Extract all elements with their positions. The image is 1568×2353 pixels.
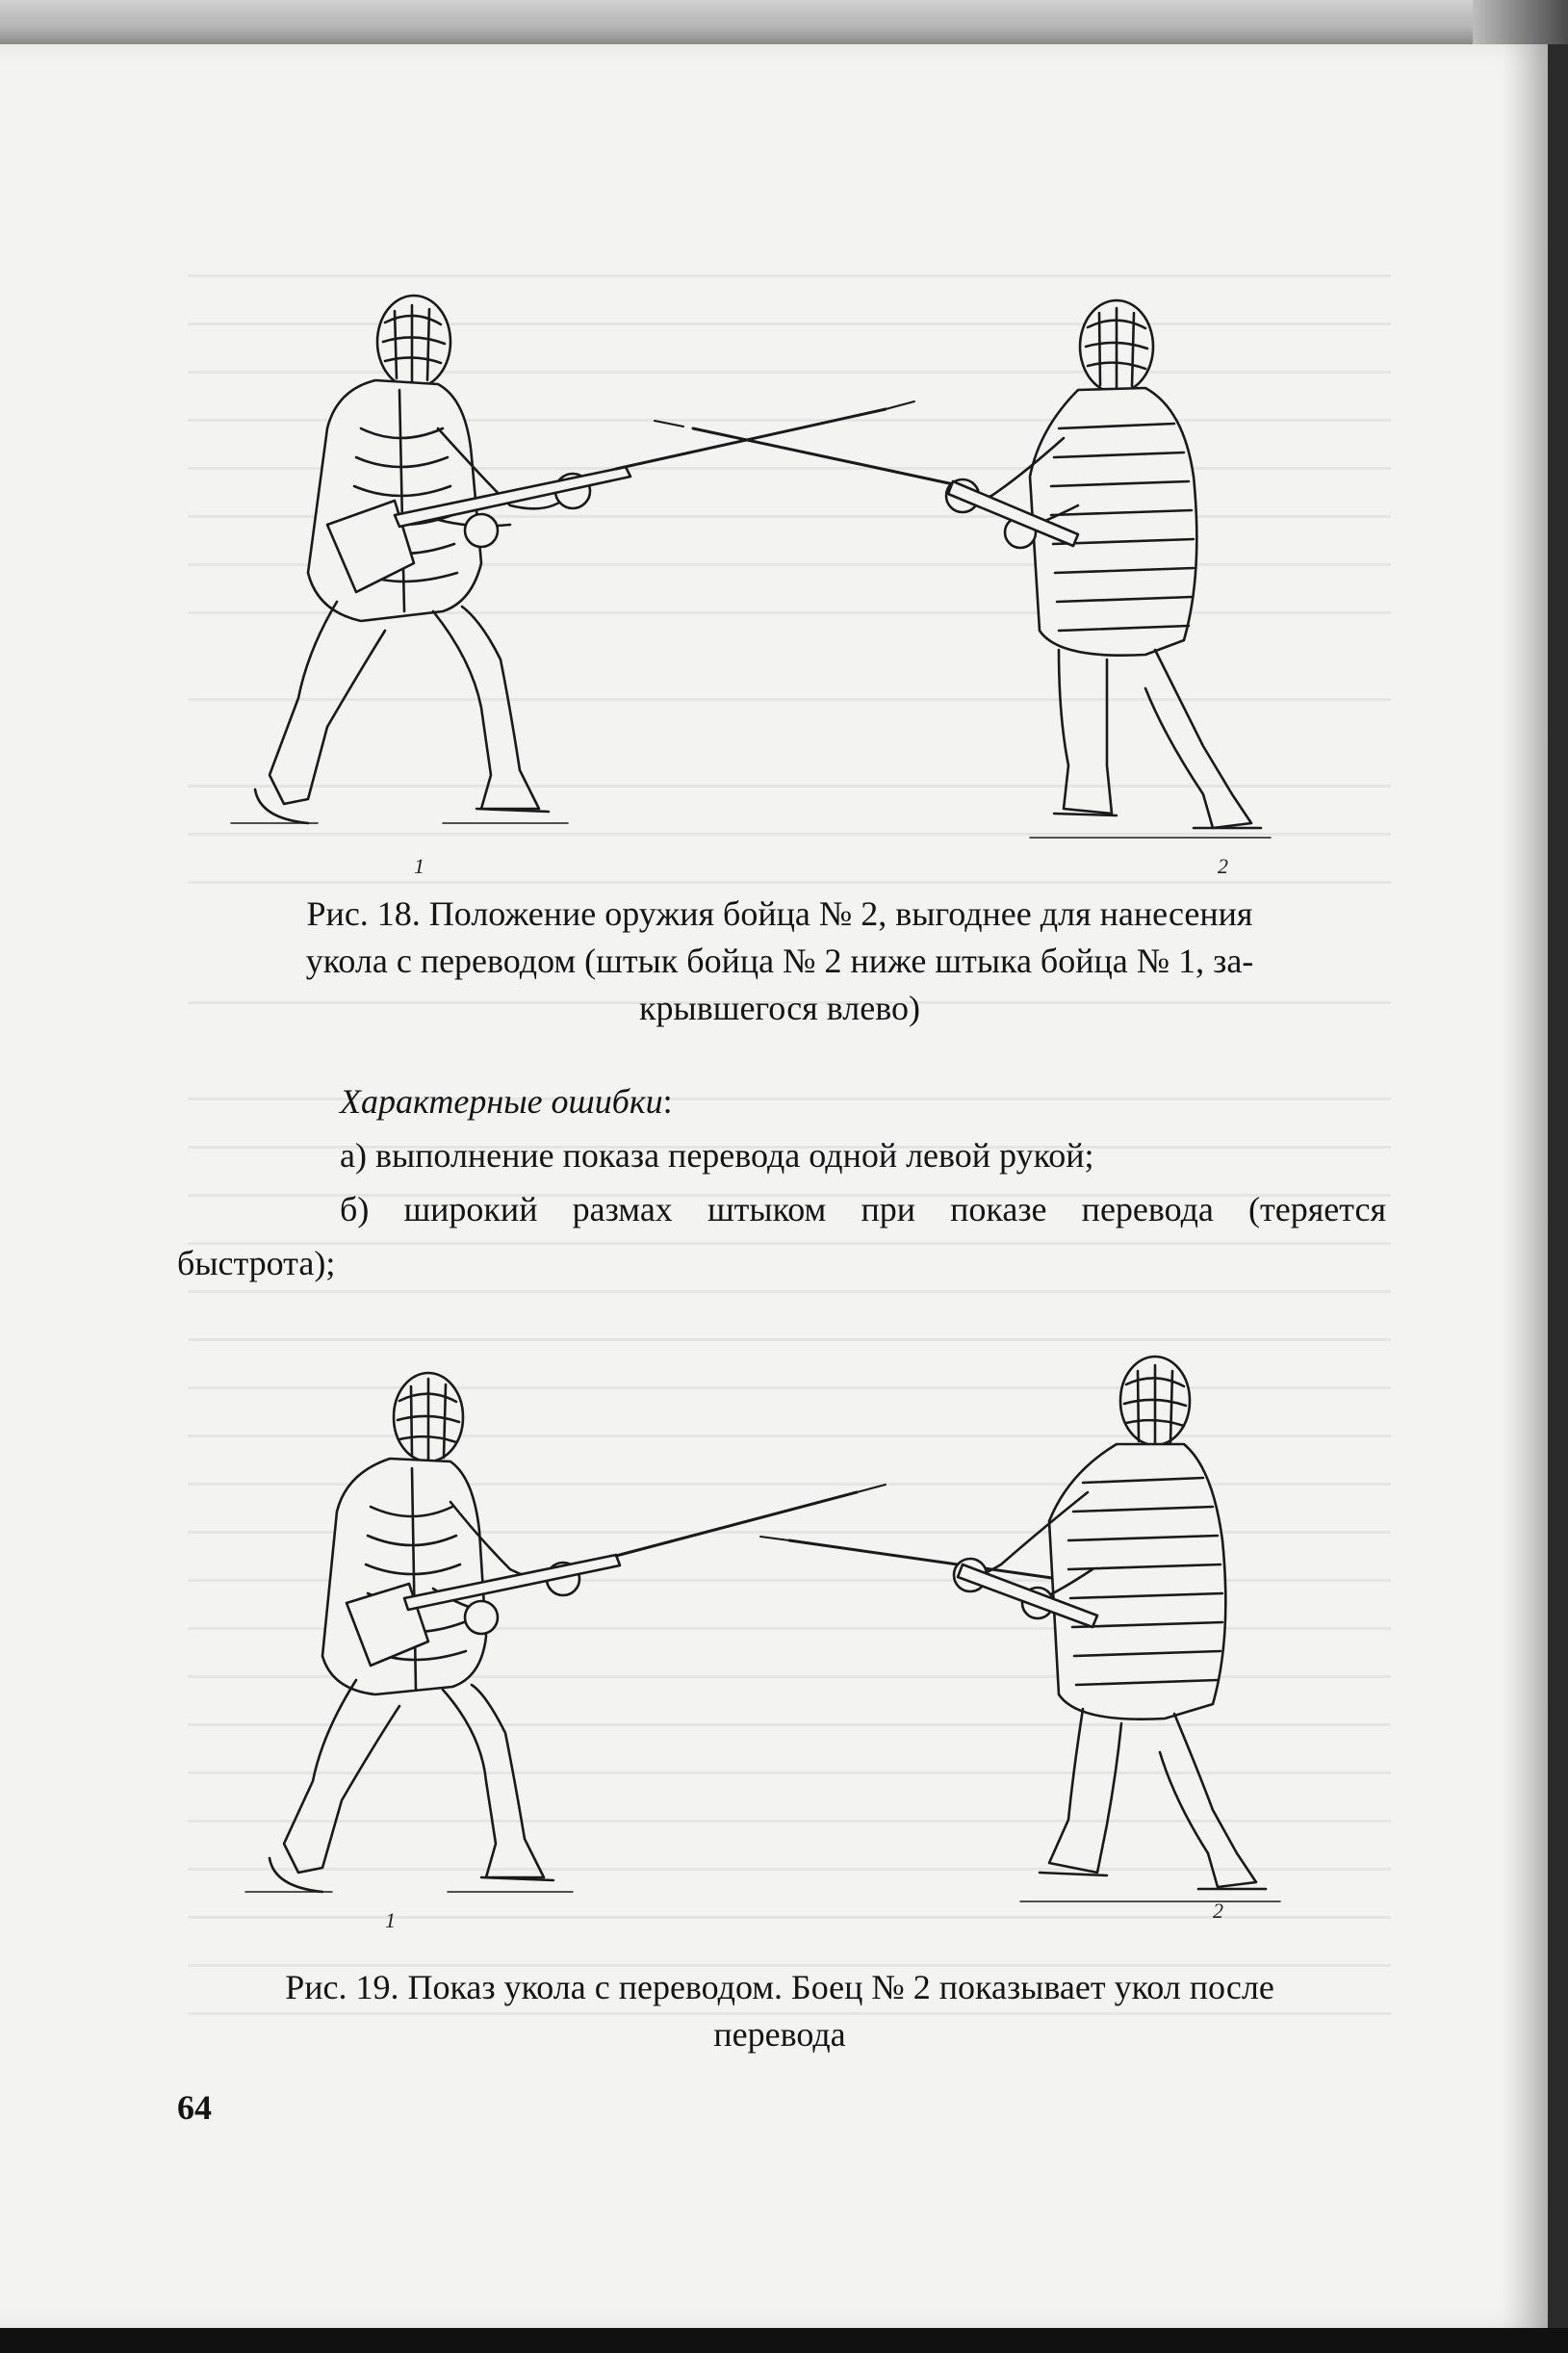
scan-bottom-border <box>0 2328 1568 2353</box>
fighter-2-figure <box>952 1355 1281 1902</box>
caption-line: крывшегося влево) <box>639 989 920 1027</box>
figure-18-caption: Рис. 18. Положение оружия бойца № 2, выг… <box>164 891 1396 1032</box>
caption-line: укола с переводом (штык бойца № 2 ниже ш… <box>305 942 1254 980</box>
fighter-2-label: 2 <box>1213 1899 1223 1923</box>
caption-line: Рис. 18. Положение оружия бойца № 2, выг… <box>306 894 1253 933</box>
page-number: 64 <box>177 2088 212 2127</box>
fighter-1-figure <box>230 294 632 825</box>
errors-heading: Характерные ошибки: <box>340 1078 673 1125</box>
figure-19-illustration: 1 2 <box>193 1348 1386 1945</box>
scan-top-border <box>0 0 1568 44</box>
caption-line: перевода <box>713 2015 846 2054</box>
bayonet-fighter-1 <box>614 1490 859 1558</box>
fighter-1-figure <box>244 1371 622 1894</box>
fighter-1-label: 1 <box>385 1908 396 1932</box>
fighter-1-label: 1 <box>414 854 424 878</box>
book-page <box>0 44 1548 2328</box>
caption-line: Рис. 19. Показ укола с переводом. Боец №… <box>285 1968 1274 2006</box>
scan-top-shadow <box>1473 0 1568 44</box>
fighter-2-label: 2 <box>1218 854 1228 878</box>
error-item-b-line1: б) широкий размах штыком при показе пере… <box>340 1190 1386 1228</box>
error-item-b-line2: быстрота); <box>177 1244 336 1282</box>
bayonet-fighter-2 <box>691 427 964 488</box>
page-gutter-shadow <box>1502 44 1548 2328</box>
fighter-2-figure <box>944 298 1272 839</box>
errors-heading-colon: : <box>662 1082 673 1121</box>
figure-19-caption: Рис. 19. Показ укола с переводом. Боец №… <box>164 1964 1396 2058</box>
bayonet-fighter-1 <box>614 407 887 471</box>
figure-18-illustration: 1 2 <box>193 284 1386 891</box>
errors-heading-text: Характерные ошибки <box>340 1082 663 1121</box>
error-item-a: а) выполнение показа перевода одной лево… <box>340 1136 1094 1175</box>
bayonet-fighter-2 <box>787 1538 1061 1581</box>
